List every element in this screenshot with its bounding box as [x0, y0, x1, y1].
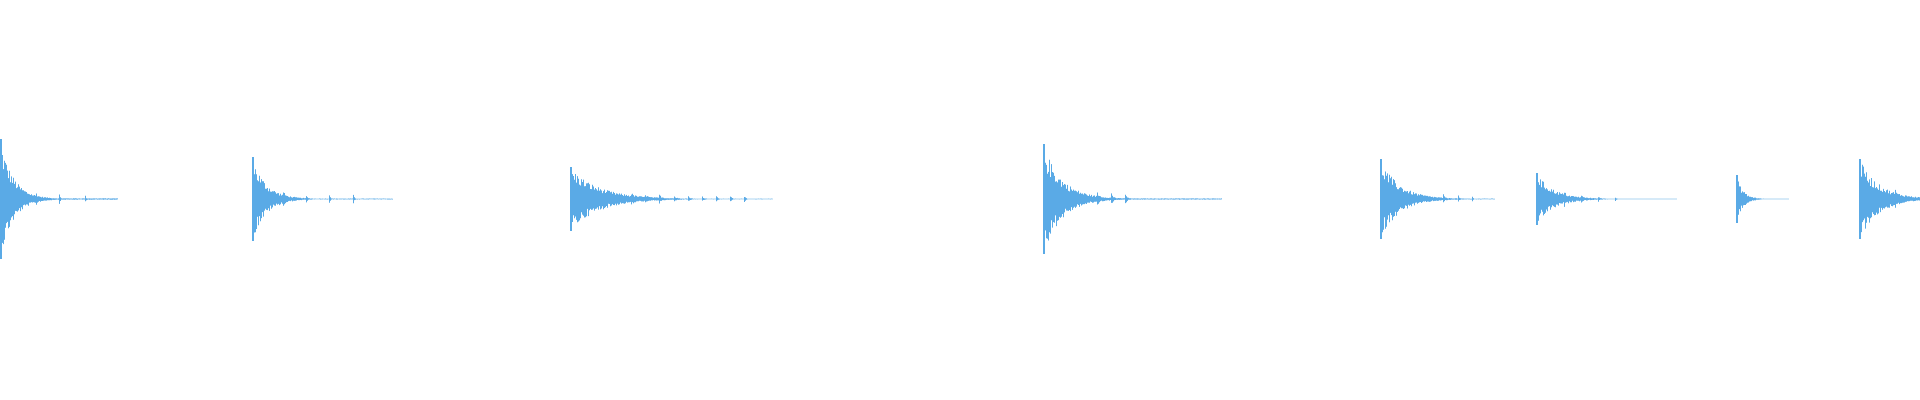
- waveform-bars: [0, 139, 1920, 259]
- waveform-event-4: [1043, 144, 1222, 254]
- waveform-event-shape: [1859, 159, 1920, 239]
- waveform-event-shape: [1380, 159, 1495, 239]
- waveform-event-shape: [1043, 144, 1222, 254]
- waveform-event-shape: [1736, 175, 1789, 223]
- waveform-event-shape: [1536, 173, 1677, 225]
- waveform-event-6: [1536, 173, 1677, 225]
- waveform-event-1: [0, 139, 118, 259]
- waveform-event-7: [1736, 175, 1789, 223]
- waveform-event-shape: [570, 167, 773, 231]
- waveform-event-shape: [252, 157, 393, 241]
- waveform-event-5: [1380, 159, 1495, 239]
- waveform-event-8: [1859, 159, 1920, 239]
- waveform-event-shape: [0, 139, 118, 259]
- waveform-event-3: [570, 167, 773, 231]
- waveform-event-2: [252, 157, 393, 241]
